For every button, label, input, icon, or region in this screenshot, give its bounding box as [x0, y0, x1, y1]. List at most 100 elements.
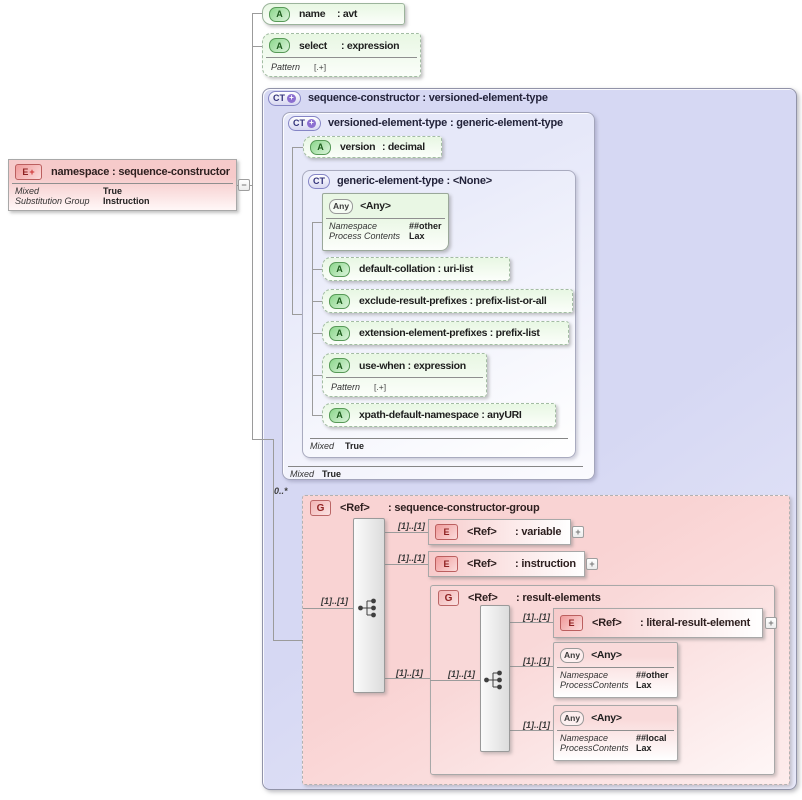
property-row: Namespace##other [329, 221, 442, 231]
attribute-box-exclude-result-prefixes[interactable]: A exclude-result-prefixes : prefix-list-… [322, 289, 573, 313]
any-wildcard-box[interactable]: Any <Any> Namespace##other ProcessConten… [553, 642, 678, 698]
attribute-icon: A [269, 38, 290, 53]
divider [557, 730, 674, 731]
cardinality-label: [1]..[1] [448, 669, 475, 679]
element-box-namespace[interactable]: E+ namespace : sequence-constructor Mixe… [8, 159, 237, 211]
complex-type-icon: CT+ [268, 90, 301, 106]
group-header: G <Ref>: result-elements [438, 589, 601, 607]
connector-line [252, 13, 253, 439]
attribute-icon: A [329, 325, 350, 341]
connector-line [252, 46, 262, 47]
attribute-box-use-when[interactable]: A use-when : expression Pattern[.+] [322, 353, 487, 397]
divider [288, 466, 583, 467]
element-ref-box-instruction[interactable]: E <Ref>: instruction [428, 551, 585, 577]
choice-bar[interactable] [353, 518, 385, 693]
attribute-box-name[interactable]: A name: avt [262, 3, 405, 25]
complex-type-header: CT generic-element-type : <None> [308, 173, 492, 189]
group-header: G <Ref>: sequence-constructor-group [310, 499, 540, 517]
divider [266, 57, 417, 58]
facet-row: Pattern[.+] [331, 381, 387, 392]
connector-line [312, 375, 322, 376]
complex-type-header: CT+ sequence-constructor : versioned-ele… [268, 90, 548, 106]
any-wildcard-box[interactable]: Any <Any> Namespace##local ProcessConten… [553, 705, 678, 761]
connector-line [312, 222, 313, 415]
complex-type-header: CT+ versioned-element-type : generic-ele… [288, 115, 563, 131]
element-icon: E+ [15, 163, 42, 180]
attribute-box-xpath-default-namespace[interactable]: A xpath-default-namespace : anyURI [322, 403, 556, 427]
divider [326, 377, 483, 378]
attribute-icon: A [329, 358, 350, 373]
element-icon: E [435, 556, 458, 572]
complex-type-icon: CT [308, 173, 330, 189]
cardinality-label: 0..* [274, 486, 288, 496]
connector-line [252, 13, 262, 14]
connector-line [508, 666, 553, 667]
cardinality-label: [1]..[1] [398, 521, 425, 531]
connector-line [430, 680, 480, 681]
cardinality-label: [1]..[1] [396, 668, 423, 678]
attribute-box-default-collation[interactable]: A default-collation : uri-list [322, 257, 510, 281]
connector-line [312, 222, 322, 223]
property-row: Namespace##local [560, 733, 667, 743]
any-wildcard-box[interactable]: Any <Any> Namespace##other Process Conte… [322, 193, 449, 251]
connector-line [252, 439, 273, 440]
cardinality-label: [1]..[1] [523, 656, 550, 666]
cardinality-label: [1]..[1] [398, 553, 425, 563]
element-icon: E [435, 524, 458, 540]
connector-line [508, 622, 553, 623]
divider [557, 667, 674, 668]
expand-toggle[interactable]: + [572, 526, 584, 538]
collapse-toggle[interactable]: − [238, 179, 250, 191]
choice-icon [483, 669, 507, 696]
element-icon: E [560, 615, 583, 631]
connector-line [292, 147, 303, 148]
choice-icon [357, 597, 381, 624]
connector-line [508, 730, 553, 731]
expand-toggle[interactable]: + [765, 617, 777, 629]
element-name: namespace [51, 165, 110, 178]
divider [12, 183, 233, 184]
any-icon: Any [560, 710, 585, 726]
connector-line [312, 301, 322, 302]
attribute-icon: A [269, 6, 290, 22]
attribute-box-select[interactable]: A select: expression Pattern[.+] [262, 33, 421, 77]
connector-line [383, 532, 428, 533]
connector-line [312, 269, 322, 270]
expand-toggle[interactable]: + [586, 558, 598, 570]
cardinality-label: [1]..[1] [523, 720, 550, 730]
connector-line [312, 415, 322, 416]
connector-line [312, 333, 322, 334]
connector-line [273, 439, 274, 640]
attribute-icon: A [329, 407, 350, 423]
group-icon: G [310, 500, 331, 516]
any-icon: Any [560, 647, 585, 663]
element-type: : sequence-constructor [109, 165, 230, 178]
element-ref-box-variable[interactable]: E <Ref>: variable [428, 519, 571, 545]
cardinality-label: [1]..[1] [523, 612, 550, 622]
connector-line [292, 147, 293, 314]
connector-line [303, 608, 353, 609]
divider [310, 438, 568, 439]
complex-type-icon: CT+ [288, 115, 321, 131]
connector-line [383, 564, 428, 565]
attribute-icon: A [329, 261, 350, 277]
divider [326, 218, 445, 219]
attribute-box-version[interactable]: A version: decimal [303, 136, 442, 158]
facet-row: Pattern[.+] [271, 61, 327, 72]
any-icon: Any [329, 198, 354, 214]
cardinality-label: [1]..[1] [321, 596, 348, 606]
attribute-box-extension-element-prefixes[interactable]: A extension-element-prefixes : prefix-li… [322, 321, 569, 345]
element-ref-box-literal-result-element[interactable]: E <Ref>: literal-result-element [553, 608, 763, 638]
connector-line [383, 678, 430, 679]
group-icon: G [438, 590, 459, 606]
attribute-icon: A [310, 139, 331, 155]
attribute-icon: A [329, 293, 350, 309]
